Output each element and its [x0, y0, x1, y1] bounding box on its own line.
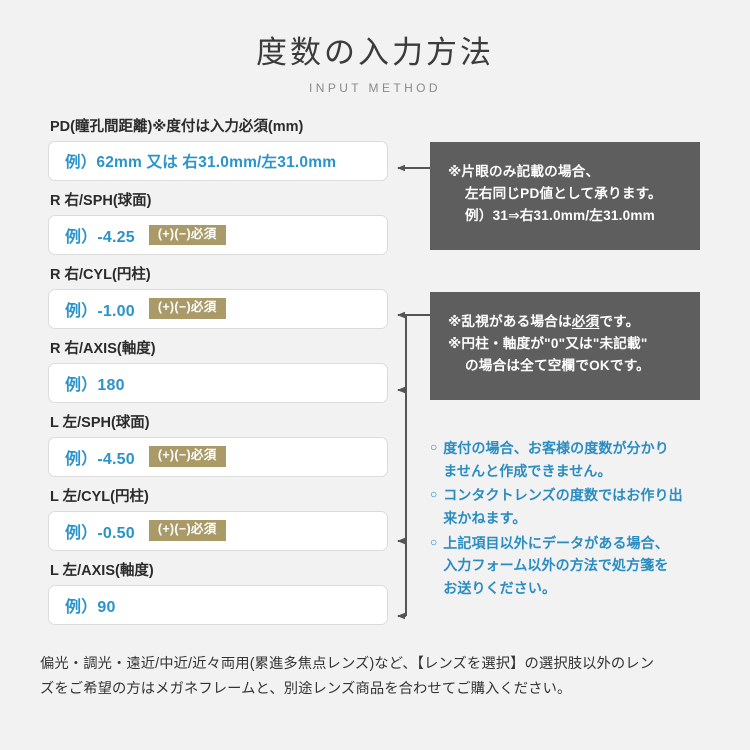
- callout-cyl-line1-underline: 必須: [571, 314, 600, 329]
- circle-bullet-icon: ○: [430, 487, 438, 502]
- footer-line-1: 偏光・調光・遠近/中近/近々両用(累進多焦点レンズ)など、【レンズを選択】の選択…: [40, 656, 655, 672]
- callout-pd: ※片眼のみ記載の場合、 左右同じPD値として承ります。 例）31⇒右31.0mm…: [430, 142, 700, 250]
- field-label-r-cyl: R 右/CYL(円柱): [50, 266, 151, 283]
- input-l-cyl-value: 例）-0.50: [65, 524, 135, 542]
- field-pd: PD(瞳孔間距離)※度付は入力必須(mm) 例）62mm 又は 右31.0mm/…: [48, 119, 388, 181]
- field-r-sph: R 右/SPH(球面) 例）-4.25 (+)(−)必須: [48, 192, 388, 255]
- callout-pd-line2: 左右同じPD値として承ります。: [465, 186, 662, 202]
- input-r-sph-value: 例）-4.25: [65, 228, 135, 246]
- note-text-1: 度付の場合、お客様の度数が分かりませんと作成できません。: [443, 440, 669, 479]
- callout-cyl-line2: ※円柱・軸度が"0"又は"未記載": [448, 336, 648, 352]
- list-item: ○ 上記項目以外にデータがある場合、入力フォーム以外の方法で処方箋をお送りくださ…: [430, 532, 715, 600]
- field-label-l-axis: L 左/AXIS(軸度): [50, 562, 154, 579]
- badge-r-cyl-required: (+)(−)必須: [148, 298, 226, 320]
- footer-line-2: ズをご希望の方はメガネフレームと、別途レンズ商品を合わせてご購入ください。: [40, 681, 572, 698]
- callout-pd-line3: 例）31⇒右31.0mm/左31.0mm: [465, 208, 655, 224]
- field-label-r-sph: R 右/SPH(球面): [50, 192, 152, 209]
- input-l-sph[interactable]: 例）-4.50 (+)(−)必須: [48, 436, 388, 477]
- field-l-sph: L 左/SPH(球面) 例）-4.50 (+)(−)必須: [48, 414, 388, 477]
- input-r-sph[interactable]: 例）-4.25 (+)(−)必須: [48, 214, 388, 255]
- circle-bullet-icon: ○: [430, 440, 438, 454]
- input-l-axis-value: 例）90: [65, 598, 116, 616]
- input-r-axis-value: 例）180: [65, 376, 125, 394]
- input-r-cyl[interactable]: 例）-1.00 (+)(−)必須: [48, 288, 388, 329]
- callout-cyl-axis: ※乱視がある場合は必須です。 ※円柱・軸度が"0"又は"未記載" の場合は全て空…: [430, 292, 700, 400]
- field-r-cyl: R 右/CYL(円柱) 例）-1.00 (+)(−)必須: [48, 266, 388, 329]
- field-l-axis: L 左/AXIS(軸度) 例）90: [48, 562, 388, 625]
- badge-l-sph-required: (+)(−)必須: [148, 446, 226, 468]
- page-header: 度数の入力方法 INPUT METHOD: [0, 0, 750, 95]
- input-l-axis[interactable]: 例）90: [48, 584, 388, 625]
- input-pd[interactable]: 例）62mm 又は 右31.0mm/左31.0mm: [48, 140, 388, 181]
- input-r-cyl-value: 例）-1.00: [65, 302, 135, 320]
- input-r-axis[interactable]: 例）180: [48, 362, 388, 403]
- input-l-sph-value: 例）-4.50: [65, 450, 135, 468]
- prescription-form: PD(瞳孔間距離)※度付は入力必須(mm) 例）62mm 又は 右31.0mm/…: [48, 119, 388, 638]
- input-pd-value: 例）62mm 又は 右31.0mm/左31.0mm: [65, 153, 337, 171]
- page-subtitle: INPUT METHOD: [309, 81, 441, 96]
- field-l-cyl: L 左/CYL(円柱) 例）-0.50 (+)(−)必須: [48, 488, 388, 551]
- field-label-pd: PD(瞳孔間距離)※度付は入力必須(mm): [50, 119, 304, 135]
- footer-note: 偏光・調光・遠近/中近/近々両用(累進多焦点レンズ)など、【レンズを選択】の選択…: [40, 652, 712, 702]
- notes-list: ○ 度付の場合、お客様の度数が分かりませんと作成できません。 ○ コンタクトレン…: [430, 437, 715, 602]
- callout-pd-line1: ※片眼のみ記載の場合、: [448, 164, 600, 179]
- note-text-2: コンタクトレンズの度数ではお作り出来かねます。: [443, 487, 683, 527]
- input-l-cyl[interactable]: 例）-0.50 (+)(−)必須: [48, 510, 388, 551]
- note-text-3: 上記項目以外にデータがある場合、入力フォーム以外の方法で処方箋をお送りください。: [443, 534, 669, 597]
- page-title: 度数の入力方法: [256, 35, 494, 70]
- list-item: ○ コンタクトレンズの度数ではお作り出来かねます。: [430, 484, 715, 529]
- circle-bullet-icon: ○: [430, 534, 438, 549]
- list-item: ○ 度付の場合、お客様の度数が分かりませんと作成できません。: [430, 437, 715, 482]
- field-label-l-sph: L 左/SPH(球面): [50, 414, 150, 431]
- callout-cyl-line1-pre: ※乱視がある場合は: [448, 314, 572, 329]
- callout-cyl-line3: の場合は全て空欄でOKです。: [465, 358, 650, 374]
- badge-l-cyl-required: (+)(−)必須: [148, 520, 226, 541]
- callout-cyl-line1: ※乱視がある場合は必須です。: [448, 311, 700, 333]
- callout-cyl-line1-post: です。: [599, 314, 640, 329]
- field-label-r-axis: R 右/AXIS(軸度): [50, 340, 156, 357]
- field-r-axis: R 右/AXIS(軸度) 例）180: [48, 340, 388, 403]
- field-label-l-cyl: L 左/CYL(円柱): [50, 488, 149, 505]
- badge-r-sph-required: (+)(−)必須: [148, 224, 226, 246]
